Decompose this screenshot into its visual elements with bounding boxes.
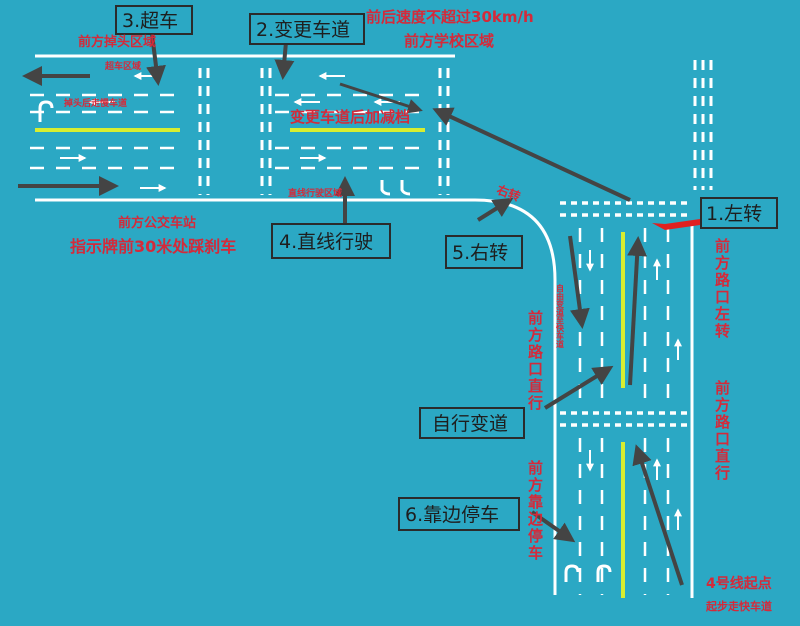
sign-speed-limit: 前后速度不超过30km/h (366, 8, 534, 26)
sign-brake-30m: 指示牌前30米处踩刹车 (70, 237, 236, 256)
left-turn-red-arrow (652, 219, 700, 230)
road-edges (35, 54, 557, 595)
callout-change-lane-label: 2.变更车道 (256, 19, 350, 41)
callout-right-turn-label: 5.右转 (452, 242, 508, 264)
sign-intersection-left: 前方路口左转 (713, 237, 731, 340)
sign-start-fast-lane: 起步走快车道 (705, 599, 772, 613)
sign-shift-after-lane-change: 变更车道后加减档 (290, 108, 410, 126)
horizontal-road-crosswalks (198, 60, 713, 195)
callout-left-turn-label: 1.左转 (706, 203, 762, 225)
sign-straight-zone: 直线行驶区域 (288, 187, 342, 199)
callout-pull-over-label: 6.靠边停车 (405, 504, 499, 526)
callout-overtake: 3.超车 (115, 5, 193, 35)
sign-line4-start: 4号线起点 (706, 575, 772, 592)
callout-overtake-label: 3.超车 (122, 10, 178, 32)
callout-right-turn: 5.右转 (445, 235, 523, 269)
callout-free-lane-change-label: 自行变道 (432, 413, 508, 435)
sign-free-change-to-fast-lane: 自由变道至快车道 (555, 283, 565, 349)
callout-free-lane-change: 自行变道 (419, 407, 525, 439)
sign-intersection-straight-left: 前方路口直行 (526, 309, 544, 412)
vertical-lane-markings (578, 228, 670, 595)
sign-u-turn-zone: 前方掉头区域 (78, 34, 156, 50)
callout-left-turn: 1.左转 (700, 197, 778, 229)
sign-after-u-turn: 掉头后走慢车道 (64, 97, 127, 109)
sign-intersection-straight-right: 前方路口直行 (713, 379, 731, 482)
callout-change-lane: 2.变更车道 (249, 13, 365, 45)
sign-pull-over-ahead: 前方靠边停车 (526, 459, 544, 562)
u-turn-arrows (38, 100, 612, 582)
callout-straight: 4.直线行驶 (271, 223, 391, 259)
callout-straight-label: 4.直线行驶 (279, 231, 373, 253)
sign-overtake-zone: 超车区域 (104, 60, 141, 72)
lane-direction-arrows (60, 72, 682, 530)
sign-bus-stop: 前方公交车站 (118, 215, 196, 231)
callout-pull-over: 6.靠边停车 (398, 497, 520, 531)
sign-school-zone: 前方学校区域 (404, 32, 494, 50)
